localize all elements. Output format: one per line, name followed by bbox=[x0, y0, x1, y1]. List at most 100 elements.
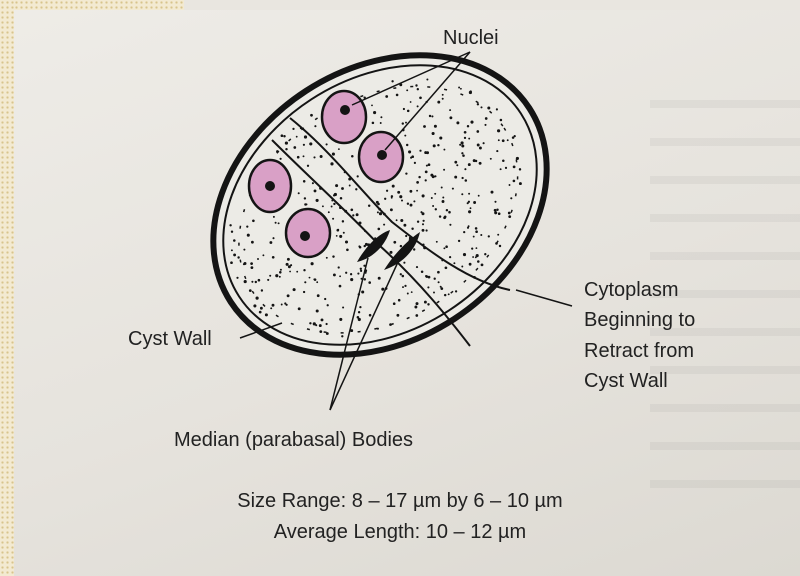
stipple-dot bbox=[435, 208, 437, 210]
stipple-dot bbox=[364, 245, 366, 247]
stipple-dot bbox=[360, 270, 362, 272]
label-cytoplasm-line-3: Retract from bbox=[584, 338, 694, 364]
stipple-dot bbox=[416, 181, 419, 184]
stipple-dot bbox=[349, 185, 351, 187]
stipple-dot bbox=[413, 248, 415, 250]
stipple-dot bbox=[479, 162, 482, 165]
stipple-dot bbox=[416, 266, 418, 268]
stipple-dot bbox=[514, 135, 516, 137]
stipple-dot bbox=[269, 275, 271, 277]
stipple-dot bbox=[449, 116, 452, 119]
stipple-dot bbox=[458, 240, 460, 242]
stipple-dot bbox=[502, 139, 505, 142]
stipple-dot bbox=[368, 204, 370, 206]
stipple-dot bbox=[508, 212, 511, 215]
stipple-dot bbox=[404, 285, 406, 287]
stipple-dot bbox=[390, 208, 393, 211]
stipple-dot bbox=[402, 275, 405, 278]
stipple-dot bbox=[314, 125, 316, 127]
stipple-dot bbox=[313, 156, 315, 158]
stipple-dot bbox=[298, 307, 301, 310]
stipple-dot bbox=[500, 168, 502, 170]
stipple-dot bbox=[409, 190, 412, 193]
stipple-dot bbox=[461, 144, 464, 147]
stipple-dot bbox=[408, 150, 411, 153]
stipple-dot bbox=[449, 256, 451, 258]
stipple-dot bbox=[500, 119, 503, 122]
stipple-dot bbox=[336, 235, 338, 237]
stipple-dot bbox=[249, 289, 252, 292]
stipple-dot bbox=[407, 110, 410, 113]
stipple-dot bbox=[246, 225, 248, 227]
stipple-dot bbox=[444, 294, 446, 296]
stipple-dot bbox=[233, 239, 236, 242]
stipple-dot bbox=[433, 144, 436, 147]
stipple-dot bbox=[350, 273, 352, 275]
stipple-dot bbox=[498, 139, 500, 141]
stipple-dot bbox=[236, 277, 238, 279]
stipple-dot bbox=[391, 195, 393, 197]
stipple-dot bbox=[491, 191, 494, 194]
stipple-dot bbox=[418, 176, 420, 178]
stipple-dot bbox=[316, 309, 319, 312]
stipple-dot bbox=[360, 268, 362, 270]
stipple-dot bbox=[335, 184, 338, 187]
stipple-dot bbox=[243, 249, 245, 251]
stipple-dot bbox=[460, 88, 462, 90]
stipple-dot bbox=[404, 135, 406, 137]
stipple-dot bbox=[272, 237, 274, 239]
stipple-dot bbox=[252, 219, 255, 222]
stipple-dot bbox=[400, 219, 403, 222]
stipple-dot bbox=[389, 251, 392, 254]
stipple-dot bbox=[380, 116, 382, 118]
stipple-dot bbox=[400, 245, 402, 247]
stipple-dot bbox=[407, 293, 409, 295]
stipple-dot bbox=[278, 222, 280, 224]
stipple-dot bbox=[463, 253, 466, 256]
stipple-dot bbox=[432, 132, 435, 135]
stipple-dot bbox=[296, 136, 298, 138]
stipple-dot bbox=[468, 138, 470, 140]
stipple-dot bbox=[413, 200, 415, 202]
stipple-dot bbox=[442, 94, 444, 96]
stipple-dot bbox=[490, 158, 492, 160]
stipple-dot bbox=[287, 258, 290, 261]
stipple-dot bbox=[373, 111, 376, 114]
stipple-dot bbox=[320, 155, 323, 158]
stipple-dot bbox=[494, 211, 497, 214]
stipple-dot bbox=[313, 322, 316, 325]
stipple-dot bbox=[426, 78, 428, 80]
stipple-dot bbox=[338, 148, 340, 150]
stipple-dot bbox=[314, 189, 317, 192]
stipple-dot bbox=[519, 168, 521, 170]
stipple-dot bbox=[262, 254, 264, 256]
stipple-dot bbox=[467, 125, 469, 127]
stipple-dot bbox=[443, 169, 445, 171]
stipple-dot bbox=[499, 245, 501, 247]
stipple-dot bbox=[377, 211, 379, 213]
stipple-dot bbox=[341, 187, 344, 190]
stipple-dot bbox=[319, 330, 322, 333]
stipple-dot bbox=[399, 195, 402, 198]
stipple-dot bbox=[434, 175, 436, 177]
nucleus-2 bbox=[359, 132, 403, 182]
stipple-dot bbox=[416, 302, 419, 305]
stipple-dot bbox=[424, 151, 427, 154]
stipple-dot bbox=[449, 109, 451, 111]
stipple-dot bbox=[417, 221, 419, 223]
stipple-dot bbox=[487, 107, 490, 110]
stipple-dot bbox=[272, 256, 275, 259]
stipple-dot bbox=[303, 144, 305, 146]
stipple-dot bbox=[417, 105, 419, 107]
stipple-dot bbox=[281, 134, 284, 137]
stipple-dot bbox=[496, 150, 498, 152]
stipple-dot bbox=[326, 143, 328, 145]
stipple-dot bbox=[422, 223, 424, 225]
stipple-dot bbox=[393, 241, 396, 244]
stipple-dot bbox=[292, 128, 294, 130]
stipple-dot bbox=[267, 279, 269, 281]
stipple-dot bbox=[265, 313, 268, 316]
stipple-dot bbox=[422, 194, 425, 197]
stipple-dot bbox=[303, 291, 305, 293]
stipple-dot bbox=[416, 190, 418, 192]
